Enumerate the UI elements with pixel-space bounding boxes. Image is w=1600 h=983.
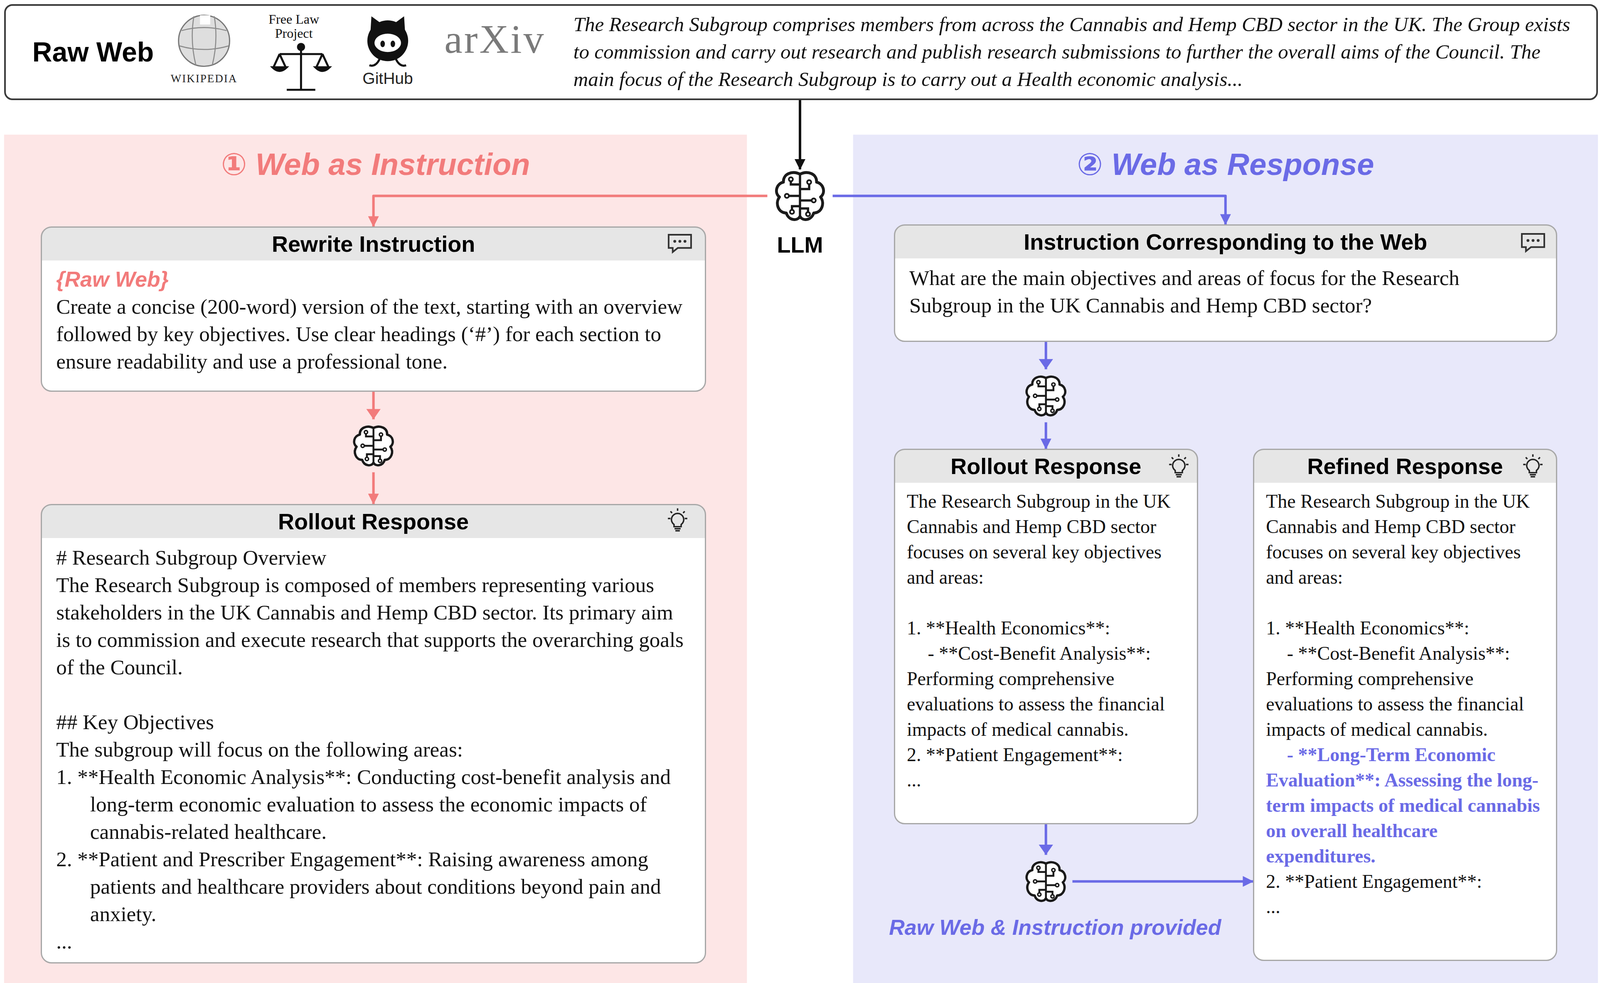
placeholder-tag: {Raw Web} — [41, 260, 705, 293]
method-panel: ② Web as ResponseInstruction Correspondi… — [853, 134, 1598, 983]
box-title: Rollout Response — [41, 505, 705, 539]
connector-arrow — [832, 195, 1226, 225]
lightbulb-icon — [1166, 453, 1192, 480]
llm-brain-icon — [1019, 844, 1073, 909]
body-text: ... — [41, 928, 705, 956]
logo-wordmark: Free Law Project — [255, 12, 333, 41]
panel-title: ② Web as Response — [853, 134, 1598, 183]
body-text: What are the main objectives and areas o… — [895, 264, 1556, 320]
panel-title: ① Web as Instruction — [4, 134, 748, 183]
body-text: 2. **Patient Engagement**: — [895, 742, 1197, 768]
box-title: Rewrite Instruction — [41, 227, 705, 261]
lightbulb-icon — [665, 507, 690, 535]
body-text: ... — [895, 767, 1197, 793]
instruction-box: Instruction Corresponding to the WebWhat… — [893, 224, 1558, 342]
body-text: The Research Subgroup is composed of mem… — [41, 571, 705, 682]
response-box: Rollout ResponseThe Research Subgroup in… — [893, 448, 1199, 825]
body-text: ... — [1254, 894, 1556, 920]
llm-node: LLM — [767, 169, 833, 258]
connector-arrow — [373, 195, 768, 227]
body-text: - **Long-Term Economic Evaluation**: Ass… — [1254, 742, 1556, 869]
body-text: 2. **Patient Engagement**: — [1254, 868, 1556, 895]
body-text: The subgroup will focus on the following… — [41, 736, 705, 764]
body-text: 1. **Health Economics**: — [1254, 615, 1556, 641]
logo-wordmark: WIKIPEDIA — [159, 72, 249, 85]
body-text: 1. **Health Economic Analysis**: Conduct… — [41, 763, 705, 846]
body-text: ## Key Objectives — [41, 708, 705, 736]
lightbulb-icon — [1520, 453, 1546, 480]
logo-wordmark: arXiv — [434, 16, 556, 62]
github-octocat — [367, 16, 409, 66]
icon-use — [1169, 454, 1189, 477]
body-text: 1. **Health Economics**: — [895, 615, 1197, 641]
body-text: The Research Subgroup in the UK Cannabis… — [1254, 488, 1556, 591]
box-title: Instruction Corresponding to the Web — [895, 225, 1556, 259]
source-text-box: Raw WebThe Research Subgroup comprises m… — [4, 4, 1598, 101]
icon-use — [668, 508, 688, 531]
body-text: 2. **Patient and Prescriber Engagement**… — [41, 845, 705, 928]
llm-brain-icon — [776, 172, 824, 220]
connector-arrow — [1046, 824, 1253, 882]
box-title: Rollout Response — [895, 450, 1197, 483]
body-text: - **Cost-Benefit Analysis**: Performing … — [895, 640, 1197, 743]
response-panel-fill — [853, 134, 1598, 983]
icon-use — [1523, 454, 1543, 477]
chat-icon — [666, 232, 694, 256]
icon-use — [1521, 233, 1544, 252]
body-text: The Research Subgroup in the UK Cannabis… — [895, 488, 1197, 591]
refined-response-box: Refined ResponseThe Research Subgroup in… — [1252, 448, 1558, 962]
response-box: Rollout Response # Research Subgroup Over… — [40, 504, 707, 964]
instruction-panel-fill — [4, 134, 748, 983]
body-text: # Research Subgroup Overview — [41, 544, 705, 572]
wikipedia-globe — [178, 15, 230, 67]
model-label: LLM — [777, 232, 824, 258]
box-title: Refined Response — [1254, 450, 1556, 483]
body-text: Create a concise (200-word) version of t… — [41, 292, 705, 376]
icon-use — [668, 234, 692, 253]
free-law-figure — [272, 44, 330, 90]
llm-brain-icon — [1019, 359, 1073, 423]
source-text: The Research Subgroup comprises members … — [573, 6, 1597, 98]
logo-wordmark: GitHub — [349, 69, 426, 88]
method-panel: ① Web as InstructionRewrite Instruction{… — [4, 134, 748, 983]
llm-brain-icon — [347, 409, 401, 473]
connector-arrow — [798, 100, 802, 170]
chat-icon — [1519, 231, 1547, 255]
arrow-note: Raw Web & Instruction provided — [863, 915, 1247, 941]
body-text: - **Cost-Benefit Analysis**: Performing … — [1254, 640, 1556, 743]
instruction-box: Rewrite Instruction{Raw Web}Create a con… — [40, 226, 707, 392]
